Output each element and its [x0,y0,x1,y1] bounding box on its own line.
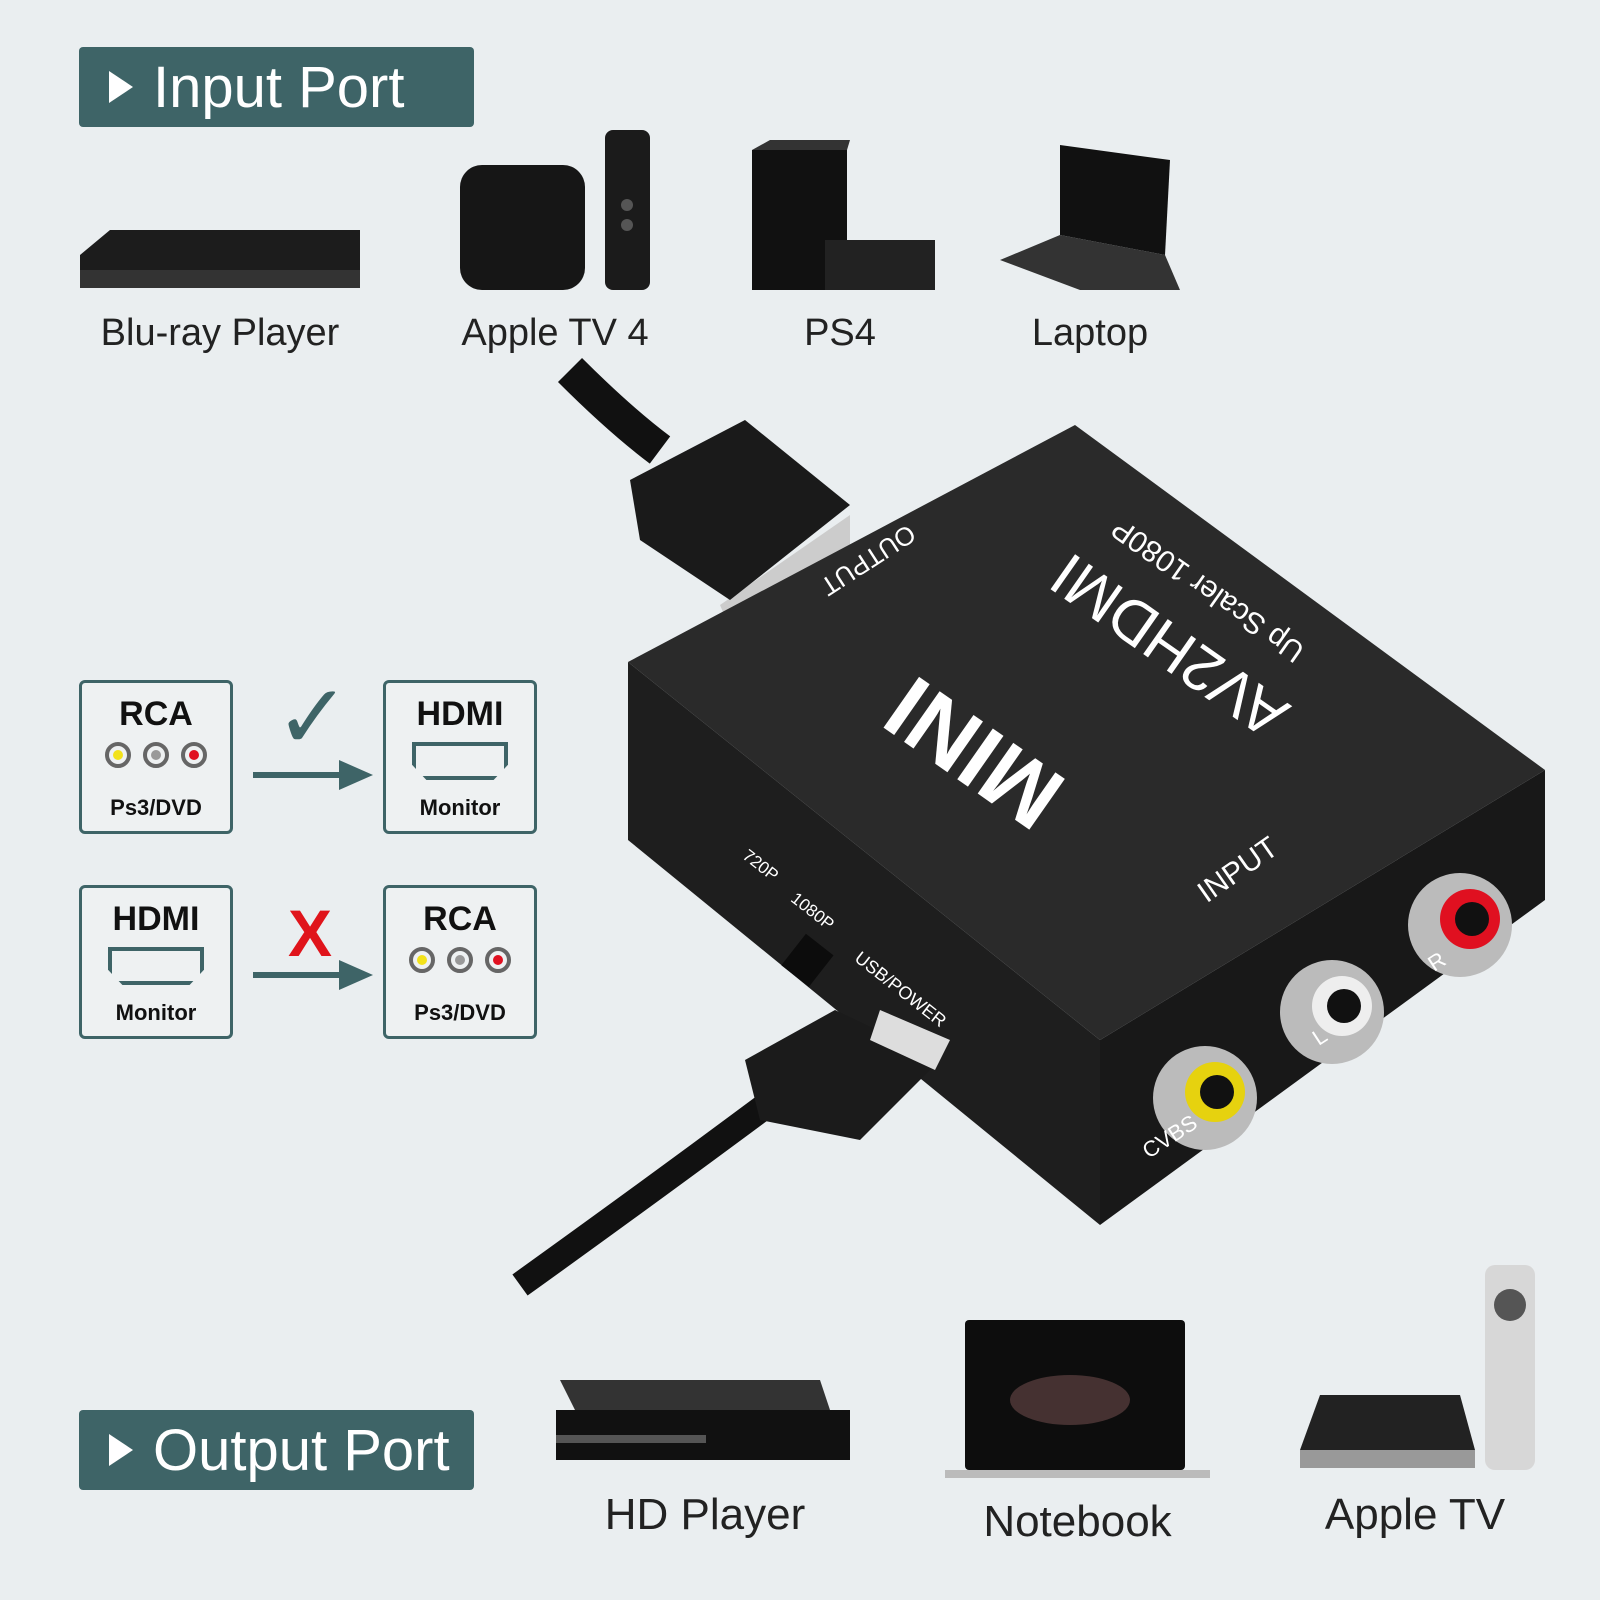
hdmi-port-icon [108,947,204,985]
ps4-icon [752,140,935,290]
blu-ray-player-icon [80,230,360,288]
notebook-icon [945,1320,1210,1478]
label-apple-tv-4: Apple TV 4 [461,312,649,354]
play-triangle-icon [109,71,133,103]
output-port-banner: Output Port [79,1410,474,1490]
box-title: HDMI [416,695,504,733]
arrow-right-icon [253,760,373,790]
rca-source-box: RCA Ps3/DVD [79,680,233,834]
check-icon: ✓ [275,668,351,768]
box-sub: Ps3/DVD [414,1000,506,1025]
rca-jack-cvbs [1153,1046,1257,1150]
box-title: HDMI [112,900,200,938]
hdmi-port-icon [412,742,508,780]
box-title: RCA [119,695,193,733]
hdmi-cable [557,357,671,464]
output-port-label: Output Port [153,1417,450,1483]
hd-player-icon [556,1380,850,1460]
label-ps4: PS4 [804,312,876,354]
rca-icon [82,742,230,768]
box-title: RCA [423,900,497,938]
box-sub: Monitor [419,795,501,820]
rca-icon [386,947,534,973]
hdmi-target-box: HDMI Monitor [383,680,537,834]
output-device-images [556,1265,1535,1478]
rca-jack-l [1280,960,1384,1064]
adapter-left-side [628,662,1100,1225]
apple-tv-icon [1300,1265,1535,1470]
laptop-icon [1000,145,1180,290]
apple-tv-4-icon [460,130,650,290]
rca-jack-r [1408,873,1512,977]
rca-target-box: RCA Ps3/DVD [383,885,537,1039]
usb-power-cable [512,1010,950,1296]
label-hd-player: HD Player [604,1490,806,1539]
arrow-right-icon [253,960,373,990]
box-sub: Ps3/DVD [110,795,202,820]
adapter-top [628,425,1545,1040]
label-notebook: Notebook [983,1497,1172,1546]
input-port-banner: Input Port [79,47,474,127]
cross-icon: X [288,896,333,970]
play-triangle-icon [109,1434,133,1466]
hdmi-source-box: HDMI Monitor [79,885,233,1039]
resolution-switch [781,933,834,987]
input-port-label: Input Port [153,54,405,120]
label-laptop: Laptop [1031,312,1149,354]
label-apple-tv: Apple TV [1324,1490,1506,1539]
box-sub: Monitor [115,1000,197,1025]
label-blu-ray-player: Blu-ray Player [100,312,340,354]
input-device-images [80,130,1180,290]
